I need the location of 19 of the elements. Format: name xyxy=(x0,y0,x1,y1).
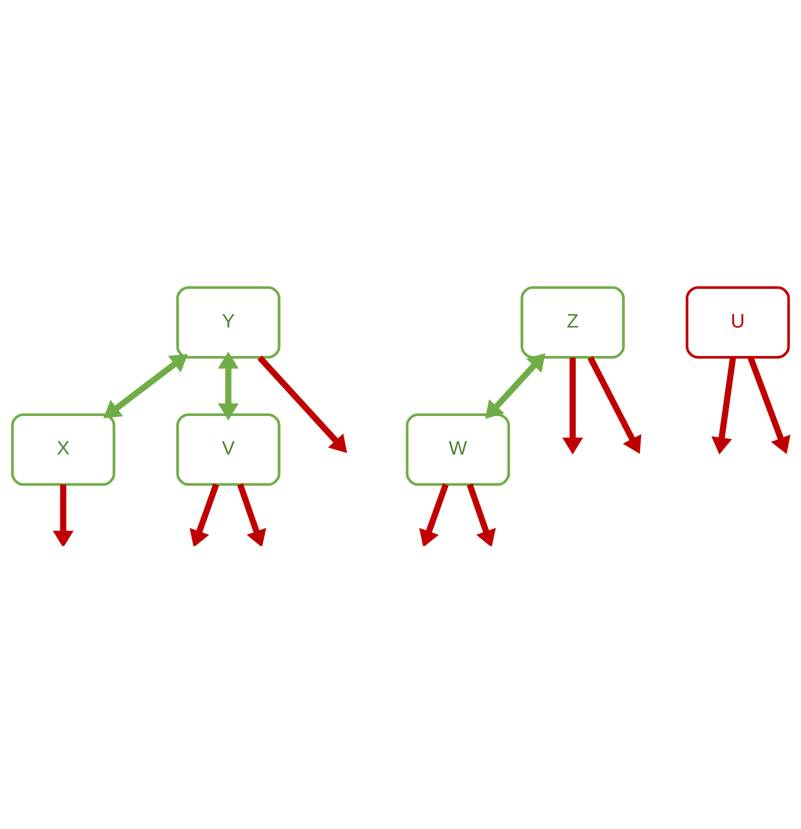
arrow xyxy=(562,357,584,454)
arrow xyxy=(257,354,348,452)
node-box: Z xyxy=(520,286,625,358)
arrow xyxy=(237,482,266,546)
arrow xyxy=(466,482,496,546)
node-box: X xyxy=(11,412,116,486)
arrow xyxy=(52,484,74,546)
arrow xyxy=(419,482,449,546)
arrow xyxy=(748,356,790,454)
arrow xyxy=(103,353,188,418)
arrow xyxy=(588,356,642,454)
node-box: U xyxy=(686,286,790,358)
arrow xyxy=(711,356,736,454)
node-box: V xyxy=(176,412,280,486)
node-box: W xyxy=(406,412,510,486)
arrow xyxy=(190,482,220,546)
arrow xyxy=(218,351,239,420)
node-box: Y xyxy=(176,286,280,358)
arrow xyxy=(485,352,546,418)
